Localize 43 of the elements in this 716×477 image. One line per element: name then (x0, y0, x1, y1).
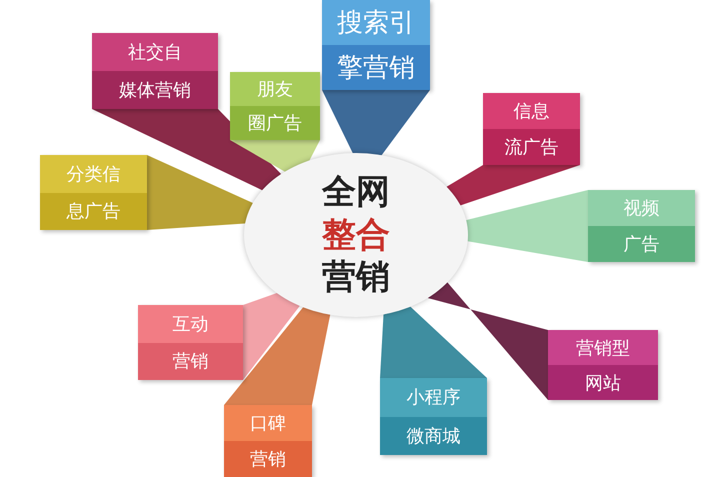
label-card (588, 190, 695, 262)
card-label: 分类信 (40, 155, 147, 192)
card-label: 营销 (138, 342, 243, 380)
card-label: 互动 (138, 305, 243, 342)
connector-wedge (147, 155, 253, 230)
connector-wedge (92, 109, 282, 190)
card-label: 搜索引 (322, 0, 430, 45)
card-label: 广告 (588, 226, 695, 262)
connector-wedge (380, 306, 487, 378)
center-title: 营销 (322, 256, 390, 299)
card-label: 口碑 (224, 405, 312, 441)
card-label: 朋友 (230, 72, 320, 106)
connector-wedge (224, 307, 330, 405)
card-label: 营销 (224, 441, 312, 477)
center-title: 全网 (322, 171, 390, 214)
card-label: 媒体营销 (92, 71, 218, 109)
connector-wedge (466, 190, 588, 262)
connector-wedge (446, 165, 580, 206)
connector-wedge (230, 140, 320, 172)
card-label: 圈广告 (230, 106, 320, 140)
label-card (322, 0, 430, 90)
card-label: 微商城 (380, 416, 487, 455)
connector-wedge (428, 282, 548, 400)
card-label: 擎营销 (322, 45, 430, 90)
connector-wedge (322, 90, 430, 156)
card-label: 营销型 (548, 330, 658, 365)
card-label: 社交自 (92, 33, 218, 71)
label-card (483, 93, 580, 165)
card-label: 流广告 (483, 129, 580, 165)
card-label: 网站 (548, 365, 658, 400)
label-card (138, 305, 243, 380)
card-label: 信息 (483, 93, 580, 129)
card-label: 息广告 (40, 192, 147, 230)
center-title: 整合 (322, 214, 390, 256)
label-card (548, 330, 658, 400)
label-card (92, 33, 218, 109)
label-card (230, 72, 320, 140)
label-card (224, 405, 312, 477)
label-card (380, 378, 487, 455)
label-card (40, 155, 147, 230)
connector-wedge (243, 293, 300, 380)
card-label: 小程序 (380, 378, 487, 416)
card-label: 视频 (588, 190, 695, 226)
